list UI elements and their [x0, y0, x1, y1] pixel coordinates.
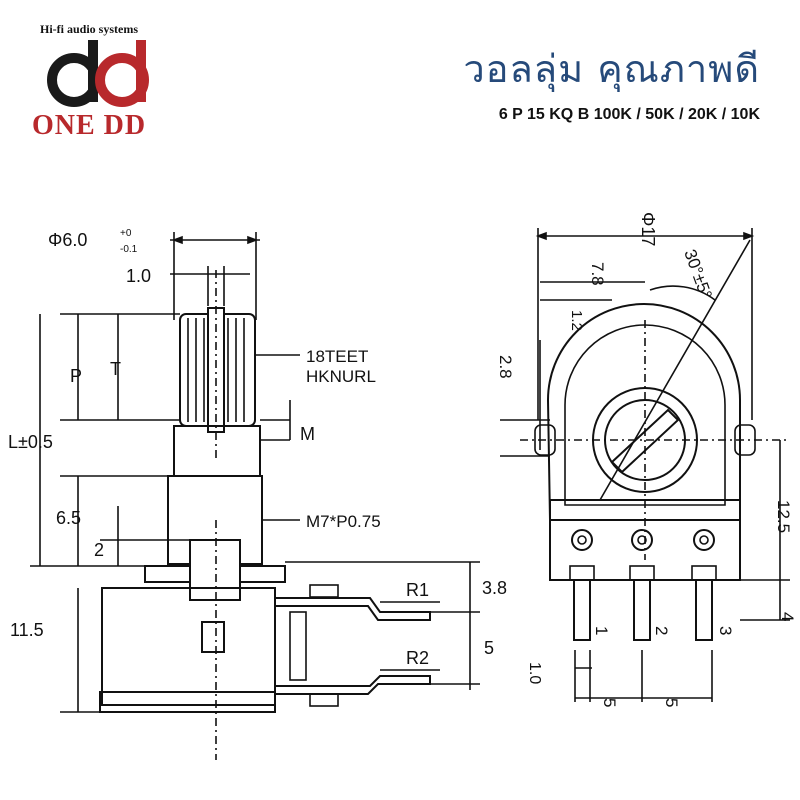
pin-1-label: 1 [592, 626, 611, 635]
dim-t-label: T [110, 359, 121, 379]
terminal-r1-label: R1 [406, 580, 429, 600]
pitch-b-label: 5 [662, 698, 681, 707]
pitch-a-label: 5 [600, 698, 619, 707]
knurl-label-1: 18TEET [306, 347, 368, 366]
shaft-diameter-label: Φ6.0 [48, 230, 87, 250]
knurl-label-2: HKNURL [306, 367, 376, 386]
dim-1-0-side: 1.0 [126, 266, 151, 286]
dim-m-label: M [300, 424, 315, 444]
brand-name: ONE DD [32, 110, 147, 141]
dim-1-2: 1.2 [568, 310, 585, 331]
thread-label: M7*P0.75 [306, 512, 381, 531]
dim-6-5: 6.5 [56, 508, 81, 528]
shaft-tolerance-minus: -0.1 [120, 244, 138, 255]
model-subtitle: 6 P 15 KQ B 100K / 50K / 20K / 10K [498, 106, 760, 123]
front-diameter-label: Φ17 [638, 212, 658, 246]
pin-2-label: 2 [652, 626, 671, 635]
dim-7-8: 7.8 [588, 262, 607, 286]
dim-l-label: L±0.5 [8, 432, 53, 452]
dim-3-8: 3.8 [482, 578, 507, 598]
pot-body [99, 520, 431, 760]
dim-2: 2 [94, 540, 104, 560]
angle-label: 30°±5° [680, 247, 715, 302]
dim-5-side: 5 [484, 638, 494, 658]
terminal-r2-label: R2 [406, 648, 429, 668]
brand-tagline: Hi-fi audio systems [40, 22, 139, 36]
side-view [30, 232, 480, 760]
dim-11-5: 11.5 [10, 620, 44, 640]
knurled-shaft [179, 270, 256, 460]
pin-3-label: 3 [716, 626, 735, 635]
dim-1-0-front: 1.0 [526, 662, 543, 684]
brand-logo [47, 40, 149, 107]
dim-12-5: 12.5 [774, 500, 793, 533]
dim-p-label: P [70, 366, 82, 386]
page-title: วอลลุ่ม คุณภาพดี [463, 47, 760, 91]
shaft-tolerance-plus: +0 [120, 228, 132, 239]
dim-2-8: 2.8 [496, 355, 515, 379]
front-view [500, 228, 790, 702]
dim-4: 4 [778, 612, 797, 621]
